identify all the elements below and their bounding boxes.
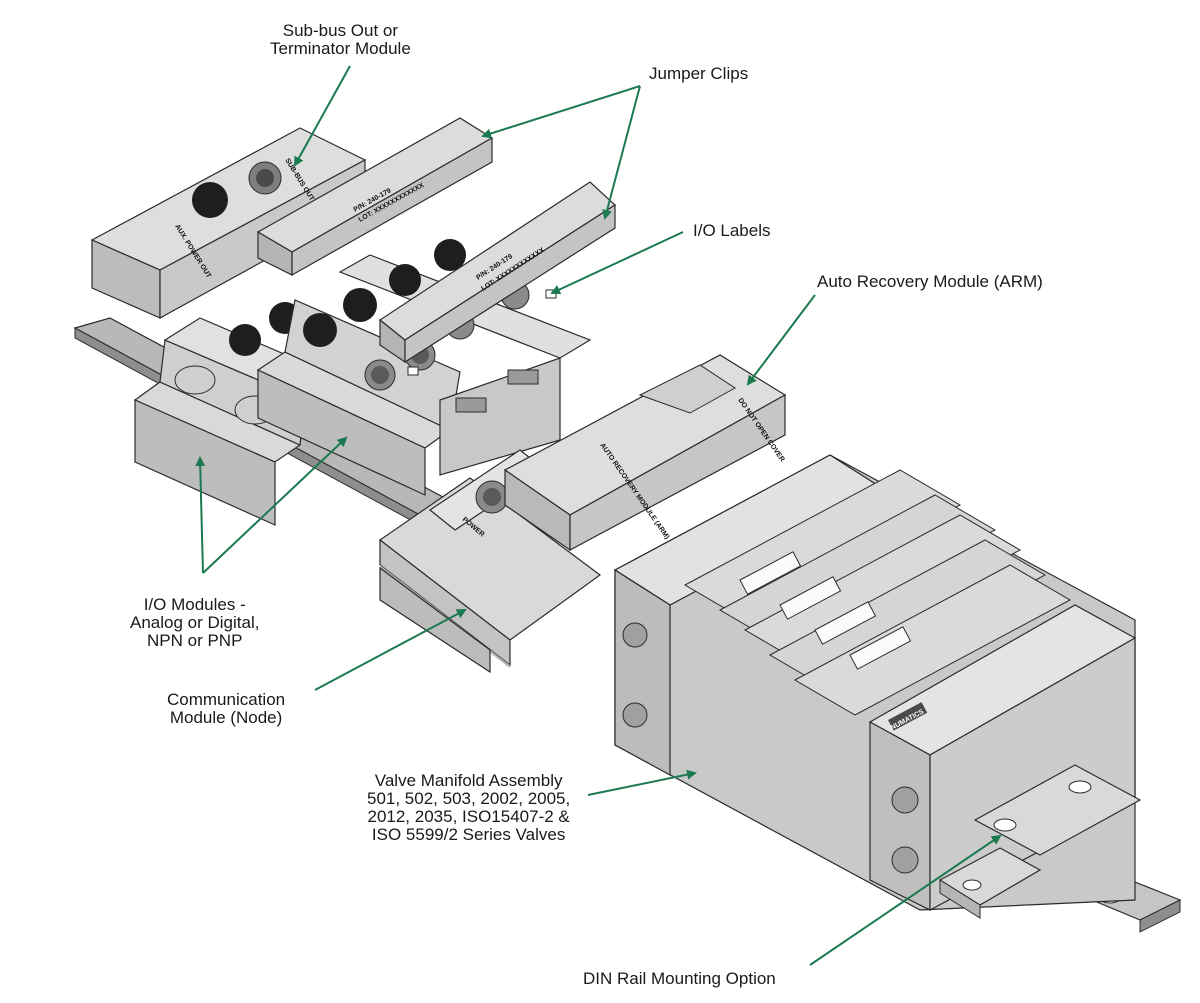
callout-io-labels-line-1: I/O Labels (693, 221, 771, 240)
callout-valve-line-4: ISO 5599/2 Series Valves (371, 825, 566, 844)
callout-subbus-line-2: Terminator Module (270, 39, 411, 58)
leader-io-2 (202, 436, 348, 574)
leader-io-1 (195, 456, 206, 574)
callout-io-labels: I/O Labels (693, 222, 771, 240)
callout-din-line-1: DIN Rail Mounting Option (583, 969, 776, 988)
callout-valve-line-3: 2012, 2035, ISO15407-2 & (367, 807, 570, 826)
leader-jumper-1 (481, 85, 641, 139)
callout-jumper: Jumper Clips (649, 65, 748, 83)
connector-cap (192, 182, 228, 218)
callout-io-modules-line-1: I/O Modules - (143, 595, 246, 614)
callout-io-modules-line-3: NPN or PNP (147, 631, 243, 650)
callout-io-modules: I/O Modules - Analog or Digital, NPN or … (130, 596, 259, 650)
leader-din (809, 834, 1002, 966)
callout-jumper-line-1: Jumper Clips (649, 64, 749, 83)
connector-cap (389, 264, 421, 296)
connector-cap (303, 313, 337, 347)
callout-comm-line-1: Communication (167, 690, 286, 709)
callout-valve-line-1: Valve Manifold Assembly (374, 771, 563, 790)
leader-arm (746, 294, 816, 386)
leader-jumper-2 (602, 85, 641, 220)
leader-subbus (294, 65, 351, 167)
valve-manifold-assembly: NUMATICS (613, 454, 1137, 912)
callout-arm: Auto Recovery Module (ARM) (817, 273, 1043, 291)
leader-lines (195, 65, 1002, 966)
din-rail-mount (938, 764, 1142, 919)
callout-subbus-line-1: Sub-bus Out or (282, 21, 399, 40)
callout-valve: Valve Manifold Assembly 501, 502, 503, 2… (367, 772, 570, 844)
leader-comm (314, 609, 467, 691)
callout-comm: Communication Module (Node) (167, 691, 285, 727)
leader-valve (587, 769, 697, 796)
jumper-clip-lower: P/N: 240-179 LOT: XXXXXXXXXXXX (378, 181, 616, 364)
callout-arm-line-1: Auto Recovery Module (ARM) (817, 272, 1043, 291)
callout-valve-line-2: 501, 502, 503, 2002, 2005, (367, 789, 571, 808)
callout-comm-line-2: Module (Node) (169, 708, 283, 727)
leader-io-labels (550, 231, 684, 295)
callout-io-modules-line-2: Analog or Digital, (130, 613, 260, 632)
callout-subbus: Sub-bus Out or Terminator Module (270, 22, 411, 58)
callout-din: DIN Rail Mounting Option (583, 970, 776, 988)
connector-cap (343, 288, 377, 322)
connector-cap (229, 324, 261, 356)
io-module-right (256, 288, 461, 496)
communication-module: POWER (378, 449, 602, 674)
io-label (407, 366, 419, 376)
connector-cap (434, 239, 466, 271)
